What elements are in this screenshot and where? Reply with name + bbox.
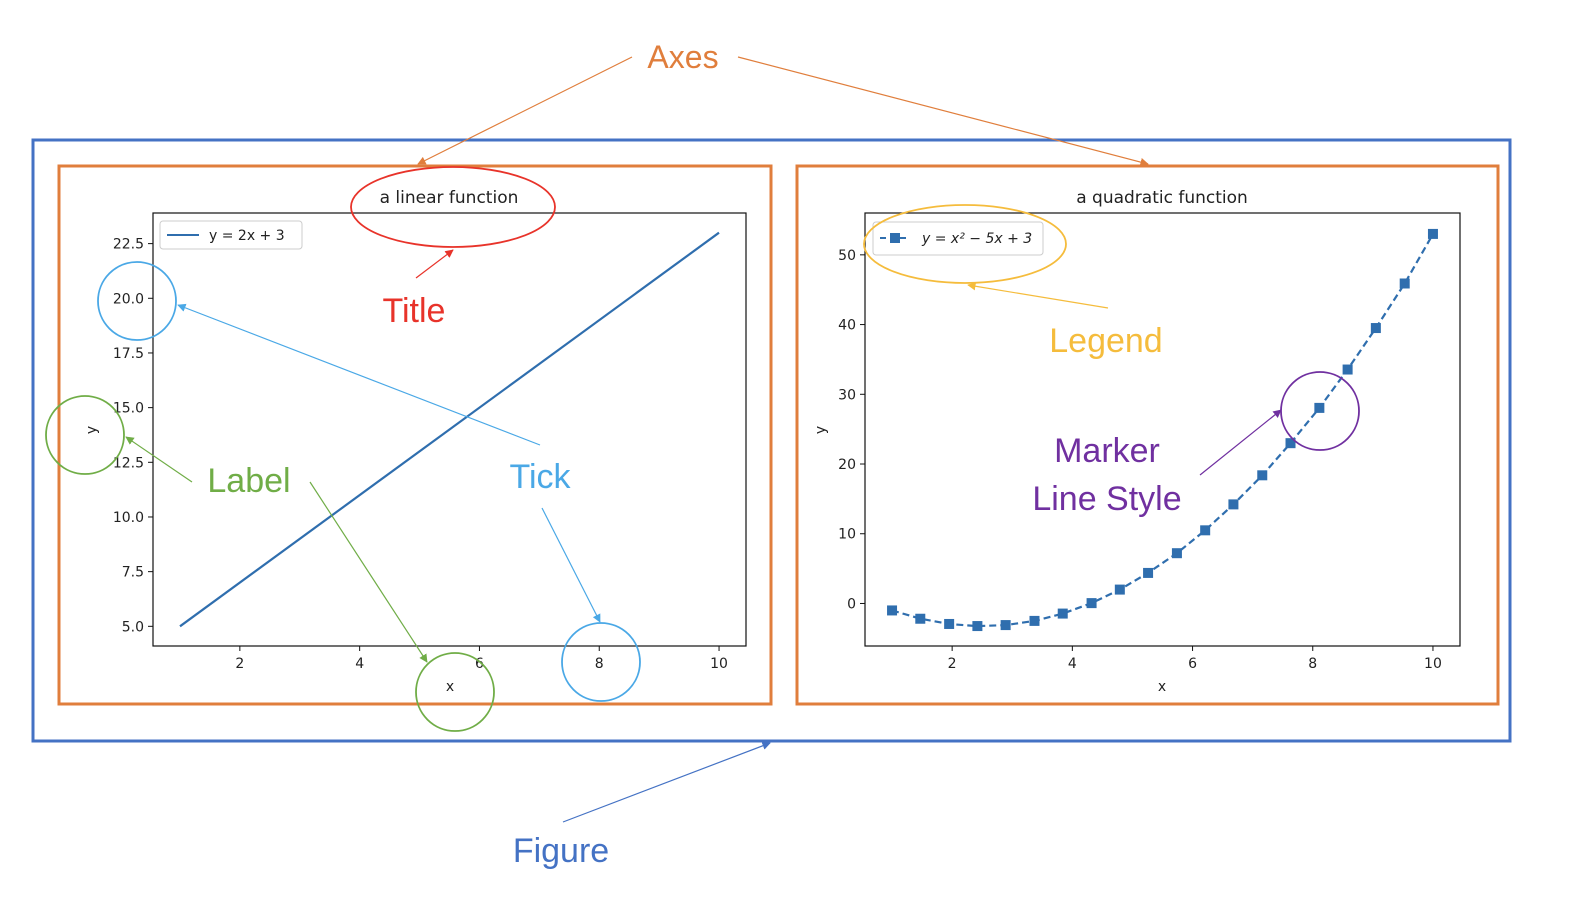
annotation-title: Title bbox=[383, 292, 446, 330]
marker-arrow bbox=[1199, 409, 1282, 476]
series-group bbox=[887, 228, 1438, 632]
data-point-marker bbox=[1114, 584, 1125, 595]
y-tick-label: 17.5 bbox=[113, 346, 144, 362]
data-point-marker bbox=[1057, 608, 1068, 619]
data-point-marker bbox=[915, 613, 926, 624]
y-tick-label: 10 bbox=[838, 527, 856, 543]
x-tick-label: 6 bbox=[475, 656, 484, 672]
legend-box bbox=[159, 220, 303, 250]
plot-frame bbox=[152, 212, 747, 647]
data-point-marker bbox=[1342, 364, 1353, 375]
x-tick-label: 4 bbox=[1068, 656, 1077, 672]
annotation-legend: Legend bbox=[1049, 322, 1162, 360]
x-tick-label: 10 bbox=[710, 656, 728, 672]
ticks-group: 2 4 6 8 10 0 10 20 30 40 50 bbox=[838, 248, 1442, 672]
title-arrow bbox=[415, 249, 454, 279]
label-highlight-xlabel bbox=[415, 652, 495, 732]
annotation-figure: Figure bbox=[513, 832, 609, 870]
x-tick-label: 10 bbox=[1424, 656, 1442, 672]
y-tick-label: 7.5 bbox=[122, 565, 144, 581]
x-tick-label: 6 bbox=[1188, 656, 1197, 672]
data-point-marker bbox=[1029, 615, 1040, 626]
chart-title: a linear function bbox=[380, 188, 519, 208]
y-axis-label: y bbox=[813, 426, 829, 434]
y-tick-label: 40 bbox=[838, 318, 856, 334]
y-tick-label: 12.5 bbox=[113, 455, 144, 471]
x-tick-label: 8 bbox=[595, 656, 604, 672]
y-tick-label: 15.0 bbox=[113, 401, 144, 417]
data-point-marker bbox=[1086, 598, 1097, 609]
annotation-tick: Tick bbox=[509, 458, 571, 496]
y-tick-label: 20 bbox=[838, 457, 856, 473]
annotation-line-style: Line Style bbox=[1032, 480, 1181, 518]
linear-chart: a linear function 2 4 6 8 10 5.0 7.5 10.0 12.5 15… bbox=[84, 188, 747, 695]
data-point-marker bbox=[887, 605, 898, 616]
data-point-marker bbox=[1427, 228, 1438, 239]
y-tick-label: 30 bbox=[838, 387, 856, 403]
label-arrow-y bbox=[125, 436, 193, 483]
legend-arrow bbox=[967, 282, 1109, 309]
title-highlight-ellipse bbox=[350, 166, 556, 248]
legend-entry: y = 2x + 3 bbox=[209, 228, 285, 244]
data-point-marker bbox=[1285, 438, 1296, 449]
legend-highlight-ellipse bbox=[863, 204, 1067, 284]
plot-frame bbox=[864, 212, 1461, 647]
x-axis-label: x bbox=[446, 679, 454, 695]
x-tick-label: 8 bbox=[1308, 656, 1317, 672]
y-axis-label: y bbox=[84, 426, 100, 434]
x-tick-label: 4 bbox=[355, 656, 364, 672]
y-tick-label: 0 bbox=[847, 596, 856, 612]
data-point-marker bbox=[1370, 323, 1381, 334]
x-tick-label: 2 bbox=[948, 656, 957, 672]
tick-highlight-xtick bbox=[561, 622, 641, 702]
legend-marker-sample bbox=[890, 233, 900, 243]
legend-box bbox=[872, 221, 1044, 256]
x-axis-label: x bbox=[1158, 679, 1166, 695]
data-point-marker bbox=[944, 618, 955, 629]
data-point-marker bbox=[972, 621, 983, 632]
quadratic-chart: a quadratic function 2 4 6 8 10 0 10 20 30 40 50 x… bbox=[813, 188, 1461, 695]
axes-box-left bbox=[57, 164, 773, 706]
data-point-marker bbox=[1143, 567, 1154, 578]
series-line bbox=[179, 231, 720, 628]
y-tick-label: 10.0 bbox=[113, 510, 144, 526]
data-point-marker bbox=[1399, 278, 1410, 289]
legend-entry: y = x² − 5x + 3 bbox=[921, 231, 1032, 247]
data-point-marker bbox=[1314, 402, 1325, 413]
axes-arrow-right bbox=[737, 56, 1149, 167]
annotation-label: Label bbox=[207, 462, 290, 500]
tick-arrow-x bbox=[541, 507, 601, 623]
data-point-marker bbox=[1200, 525, 1211, 536]
figure-arrow bbox=[562, 741, 771, 823]
tick-highlight-ytick bbox=[97, 261, 177, 341]
annotation-axes: Axes bbox=[647, 39, 718, 75]
axes-arrow-left bbox=[417, 56, 633, 165]
data-point-marker bbox=[1228, 499, 1239, 510]
y-tick-label: 5.0 bbox=[122, 619, 144, 635]
data-point-marker bbox=[1000, 620, 1011, 631]
y-tick-label: 22.5 bbox=[113, 237, 144, 253]
y-tick-label: 20.0 bbox=[113, 291, 144, 307]
chart-title: a quadratic function bbox=[1076, 188, 1248, 208]
tick-arrow-y bbox=[177, 303, 541, 446]
y-tick-label: 50 bbox=[838, 248, 856, 264]
data-point-marker bbox=[1257, 470, 1268, 481]
label-highlight-ylabel bbox=[45, 395, 125, 475]
legend: y = x² − 5x + 3 bbox=[872, 221, 1044, 256]
series-group bbox=[179, 231, 720, 628]
legend: y = 2x + 3 bbox=[159, 220, 303, 250]
ticks-group: 2 4 6 8 10 5.0 7.5 10.0 12.5 15.0 17.5 20.0 22.5 bbox=[113, 237, 728, 672]
label-arrow-x bbox=[309, 481, 428, 663]
data-point-marker bbox=[1171, 548, 1182, 559]
figure-box bbox=[31, 138, 1512, 743]
annotation-marker: Marker bbox=[1054, 432, 1160, 470]
series-line bbox=[891, 233, 1434, 628]
x-tick-label: 2 bbox=[235, 656, 244, 672]
